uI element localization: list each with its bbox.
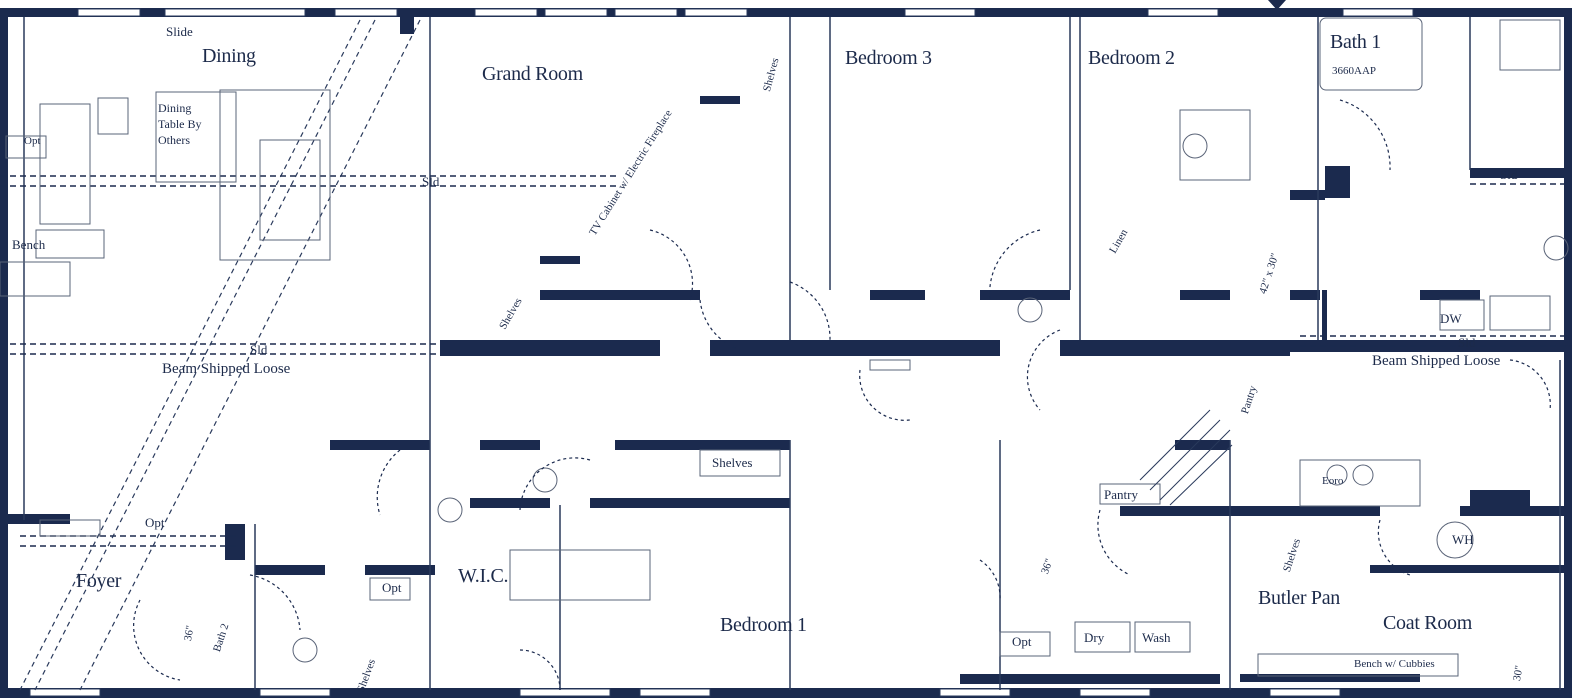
bench-label: Bench — [12, 237, 46, 252]
beam-left: Beam Shipped Loose — [162, 361, 291, 377]
sld-lower-left: Sld — [250, 342, 268, 357]
windows-bottom — [29, 688, 1341, 697]
sld-upper-left: Sld — [422, 174, 440, 189]
wh-label: WH — [1452, 532, 1474, 547]
north-marker — [1268, 0, 1286, 10]
room-wic: W.I.C. — [458, 565, 509, 587]
slide-label: Slide — [166, 24, 193, 39]
dryer-label: Dry — [1084, 630, 1105, 645]
slide-beam-lines — [0, 175, 1572, 547]
beam-right: Beam Shipped Loose — [1372, 353, 1501, 369]
exterior-walls — [0, 8, 1572, 698]
room-coat-room: Coat Room — [1383, 612, 1472, 634]
partitions — [23, 17, 1561, 690]
windows-top — [77, 8, 1414, 17]
pantry-label: Pantry — [1104, 487, 1138, 502]
room-foyer: Foyer — [76, 570, 122, 592]
door-swings — [133, 99, 1551, 691]
room-dining: Dining — [202, 45, 256, 67]
opt-wic: Opt — [382, 580, 402, 595]
room-bedroom-3: Bedroom 3 — [845, 47, 932, 69]
tub-code: 3660AAP — [1332, 65, 1377, 77]
opt-foyer: Opt — [145, 515, 165, 530]
dining-table-note: Dining Table By Others — [158, 101, 202, 148]
fixtures — [0, 17, 1569, 677]
washer-label: Wash — [1142, 630, 1171, 645]
room-bedroom-1: Bedroom 1 — [720, 614, 807, 636]
room-butler-pantry: Butler Pan — [1258, 587, 1340, 609]
room-grand-room: Grand Room — [482, 63, 583, 85]
stair-treads — [1139, 409, 1233, 506]
eoro-label: Eoro — [1322, 475, 1344, 487]
interior-walls — [0, 10, 1572, 684]
bench-cubbies: Bench w/ Cubbies — [1354, 658, 1435, 670]
room-bath-1: Bath 1 — [1330, 31, 1381, 53]
opt-dining: Opt — [24, 135, 41, 147]
sld-upper-right: Sld — [1500, 167, 1518, 182]
dw-label: DW — [1440, 311, 1462, 326]
sld-lower-right: Sld — [1458, 335, 1476, 350]
shelves-mid: Shelves — [712, 455, 753, 470]
room-bedroom-2: Bedroom 2 — [1088, 47, 1175, 69]
opt-laundry: Opt — [1012, 634, 1032, 649]
